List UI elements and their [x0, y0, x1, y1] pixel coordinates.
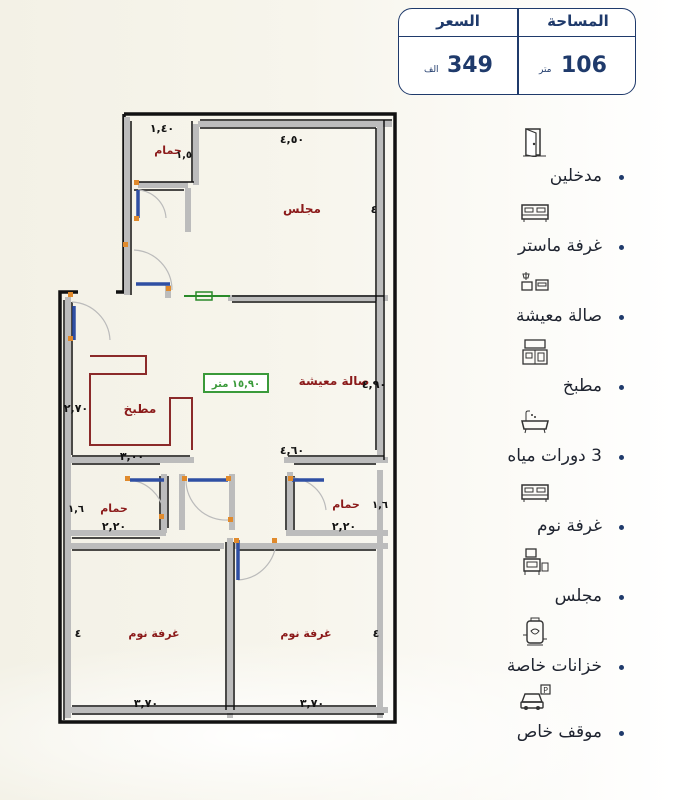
room-labels: حمام مجلس صالة معيشة مطبخ حمام حمام غرفة… [100, 144, 369, 640]
feature-label: غرفة ماستر [518, 236, 602, 256]
feature-label: مدخلين [549, 166, 602, 186]
doors [71, 189, 327, 581]
feature-label: مجلس [554, 586, 602, 606]
feature-label: خزانات خاصة [506, 656, 602, 676]
room-label-living: صالة معيشة [299, 374, 370, 388]
dim-370-left: ٣,٧٠ [134, 697, 158, 710]
feature-majlis: مجلس [460, 548, 630, 608]
kitchen-counter [89, 355, 193, 450]
feature-master-room: غرفة ماستر [460, 198, 630, 258]
room-label-bedroom-left: غرفة نوم [128, 627, 179, 640]
info-card: المساحة السعر 106 متر 349 الف [398, 8, 636, 95]
feature-label: مطبخ [562, 376, 602, 396]
room-label-kitchen: مطبخ [124, 402, 157, 416]
dim-4-right: ٤ [371, 203, 378, 216]
dim-490: ٤,٩٠ [362, 378, 386, 391]
bullet [619, 385, 624, 390]
feature-label: 3 دورات مياه [507, 446, 602, 466]
door-jambs [68, 180, 293, 543]
bullet [619, 731, 624, 736]
card-divider [517, 9, 519, 94]
dimension-labels: ١,٤٠ ١,٥ ٤,٥٠ ٤ ٤,٩٠ ٤,٦٠ ٢,٧٠ ٣,٠٠ ١,٦ … [64, 122, 388, 710]
floor-plan: ١٥,٩٠ متر حمام مجلس صالة معيشة مطبخ حمام… [54, 110, 404, 725]
room-label-bath-right: حمام [332, 498, 360, 511]
feature-living-room: صالة معيشة [460, 268, 630, 328]
dim-460: ٤,٦٠ [280, 444, 304, 457]
dim-220-right: ٢,٢٠ [332, 520, 356, 533]
room-label-bath-left: حمام [100, 502, 128, 515]
dim-160: ١,٦ [68, 504, 84, 515]
dim-220-left: ٢,٢٠ [102, 520, 126, 533]
inner-wall-outlines [63, 119, 392, 720]
room-label-bedroom-right: غرفة نوم [280, 627, 331, 640]
area-label: المساحة [547, 12, 609, 30]
bullet [619, 315, 624, 320]
feature-bathrooms: 3 دورات مياه [460, 408, 630, 468]
door-icon [518, 128, 552, 157]
armchair-icon [518, 548, 552, 576]
kitchen-icon [518, 338, 552, 366]
price-value: 349 [447, 53, 493, 78]
room-label-majlis: مجلس [283, 202, 321, 216]
dim-450: ٤,٥٠ [280, 133, 304, 146]
inner-walls [65, 117, 392, 718]
feature-label: موقف خاص [516, 722, 602, 742]
bullet [619, 245, 624, 250]
svg-text:P: P [543, 686, 548, 695]
price-unit: الف [424, 65, 439, 75]
feature-water-tanks: خزانات خاصة [460, 617, 630, 678]
living-room-icon [518, 268, 552, 296]
bullet [619, 665, 624, 670]
dim-370-right: ٣,٧٠ [300, 697, 324, 710]
area-value: 106 [561, 53, 607, 78]
room-label-bath-top: حمام [154, 144, 182, 157]
dim-140: ١,٤٠ [150, 122, 174, 135]
area-badge-text: ١٥,٩٠ متر [211, 379, 260, 390]
bullet [619, 175, 624, 180]
bullet [619, 525, 624, 530]
feature-bedroom: غرفة نوم [460, 478, 630, 538]
area-badge-box [203, 373, 269, 393]
bathtub-icon [518, 408, 552, 436]
water-tank-icon [518, 617, 552, 646]
area-unit: متر [539, 65, 552, 75]
bed-icon [518, 478, 552, 506]
feature-label: صالة معيشة [515, 306, 602, 326]
dim-300: ٣,٠٠ [120, 450, 144, 463]
feature-label: غرفة نوم [537, 516, 602, 536]
feature-entrances: مدخلين [460, 128, 630, 188]
dim-4-bottom-right: ٤ [373, 627, 380, 640]
dim-16-right: ١,٦ [372, 500, 388, 511]
dim-150: ١,٥ [176, 150, 192, 161]
parking-icon: P [518, 684, 552, 712]
bed-icon [518, 198, 552, 226]
price-label: السعر [436, 12, 480, 30]
feature-parking: P موقف خاص [460, 684, 630, 744]
dim-270: ٢,٧٠ [64, 402, 88, 415]
bullet [619, 595, 624, 600]
dim-4-bottom-left: ٤ [75, 627, 82, 640]
bullet [619, 455, 624, 460]
feature-kitchen: مطبخ [460, 338, 630, 398]
